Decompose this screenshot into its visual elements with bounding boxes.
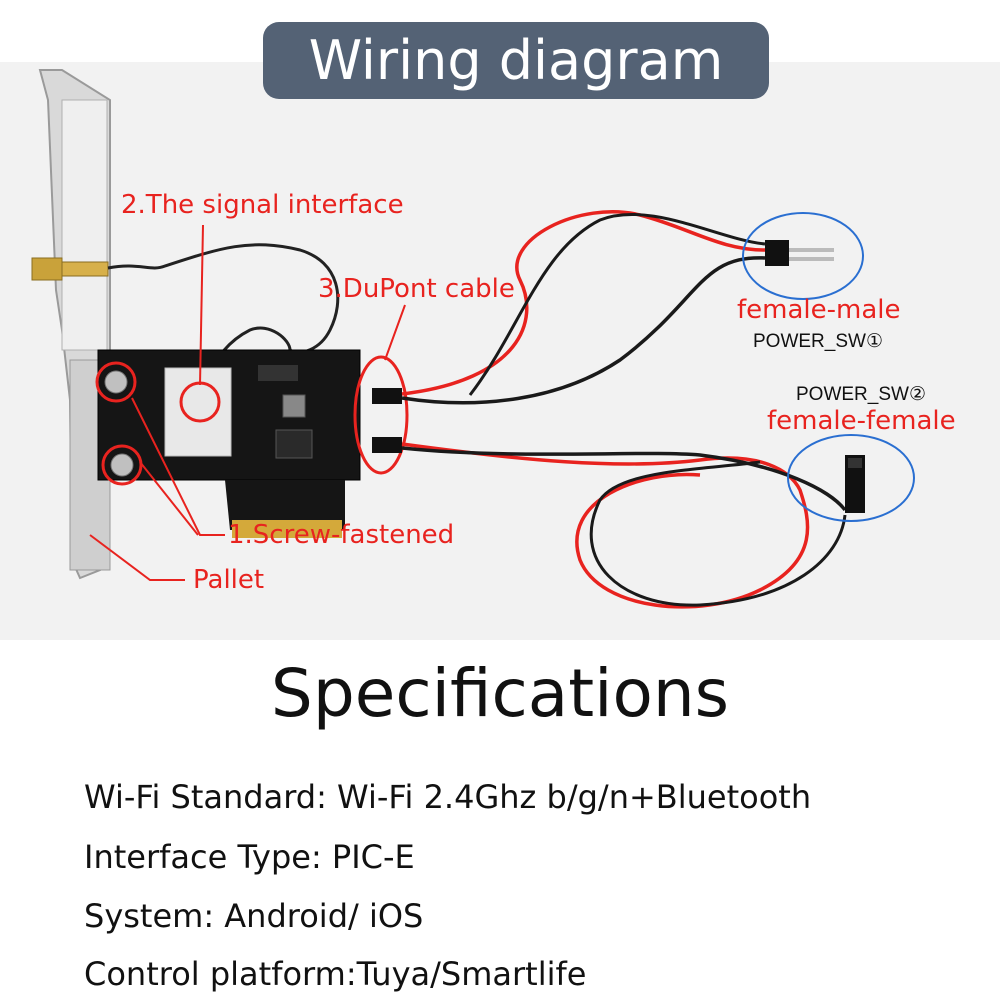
specifications-heading: Specifications — [270, 655, 730, 732]
label-power-sw1: POWER_SW① — [753, 331, 883, 352]
wiring-illustration — [31, 69, 915, 609]
spec-interface-type: Interface Type: PIC-E — [84, 838, 415, 876]
antenna-cable — [107, 243, 340, 354]
label-dupont-cable: 3.DuPont cable — [318, 274, 515, 304]
screw-bottom — [110, 453, 134, 477]
spec-control-platform: Control platform:Tuya/Smartlife — [84, 955, 587, 993]
annotation-leaders — [89, 224, 406, 581]
wire-pair-power-sw1 — [401, 210, 834, 405]
title-badge: Wiring diagram — [263, 22, 769, 99]
spec-system: System: Android/ iOS — [84, 897, 424, 935]
screw-top — [104, 370, 128, 394]
pallet-bracket — [38, 69, 111, 580]
antenna-connector — [31, 257, 109, 281]
label-power-sw2: POWER_SW② — [796, 384, 926, 405]
label-screw-fastened: 1.Screw-fastened — [228, 520, 455, 550]
wire-pair-power-sw2 — [401, 442, 865, 609]
pcb-board — [97, 349, 361, 538]
label-signal-interface: 2.The signal interface — [121, 190, 404, 220]
label-female-male: female-male — [737, 295, 901, 325]
label-pallet: Pallet — [193, 565, 265, 595]
label-female-female: female-female — [767, 406, 956, 436]
spec-wifi-standard: Wi-Fi Standard: Wi-Fi 2.4Ghz b/g/n+Bluet… — [84, 778, 812, 816]
